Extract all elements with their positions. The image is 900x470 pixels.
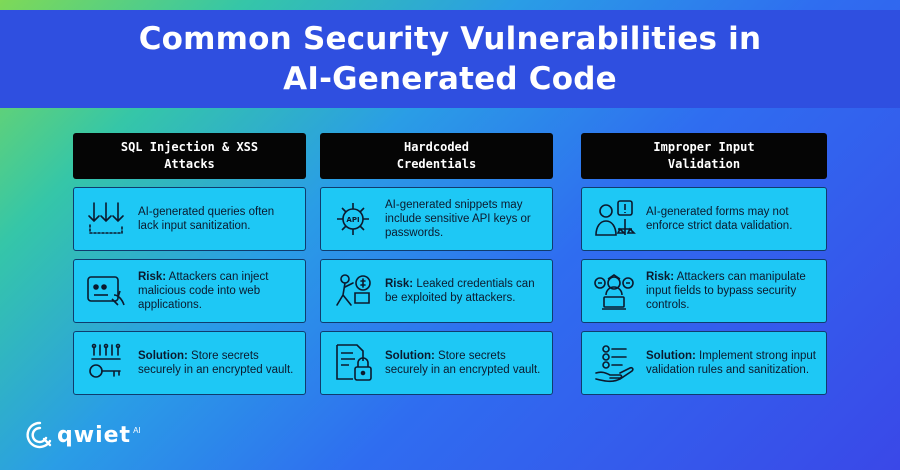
malicious-code-icon — [84, 269, 128, 313]
card-text: AI-generated queries often lack input sa… — [138, 205, 297, 233]
card-text: Risk: Leaked credentials can be exploite… — [385, 277, 544, 305]
column-sql-injection: SQL Injection & XSS Attacks AI-generated… — [73, 133, 306, 395]
card-body: Leaked credentials can be exploited by a… — [385, 278, 535, 304]
hand-gears-icon — [592, 341, 636, 385]
card-body: Attackers can manipulate input fields to… — [646, 271, 806, 311]
card-body: AI-generated forms may not enforce stric… — [646, 206, 793, 232]
column-heading-line-2: Attacks — [164, 157, 215, 171]
card-body: Attackers can inject malicious code into… — [138, 271, 269, 311]
document-lock-icon — [331, 341, 375, 385]
card-text: AI-generated snippets may include sensit… — [385, 198, 544, 240]
info-card: Solution: Store secrets securely in an e… — [73, 331, 306, 395]
card-body: Store secrets securely in an encrypted v… — [385, 350, 541, 376]
hacker-locks-icon — [592, 269, 636, 313]
info-card: Risk: Leaked credentials can be exploite… — [320, 259, 553, 323]
info-card: Solution: Store secrets securely in an e… — [320, 331, 553, 395]
key-circuit-icon — [84, 341, 128, 385]
user-scale-icon — [592, 197, 636, 241]
card-label: Solution: — [385, 350, 435, 362]
card-body: AI-generated snippets may include sensit… — [385, 199, 531, 239]
card-label: Risk: — [138, 271, 167, 283]
info-card: Risk: Attackers can manipulate input fie… — [581, 259, 827, 323]
logo-word: qwiet — [57, 422, 132, 448]
page-title-line-2: AI-Generated Code — [283, 61, 617, 97]
column-heading: Improper Input Validation — [581, 133, 827, 179]
card-text: Risk: Attackers can inject malicious cod… — [138, 270, 297, 312]
card-text: Solution: Implement strong input validat… — [646, 349, 818, 377]
info-card: Solution: Implement strong input validat… — [581, 331, 827, 395]
card-label: Risk: — [646, 271, 675, 283]
column-heading: Hardcoded Credentials — [320, 133, 553, 179]
qwiet-logo: qwiet AI — [25, 420, 141, 450]
info-card: Risk: Attackers can inject malicious cod… — [73, 259, 306, 323]
card-text: AI-generated forms may not enforce stric… — [646, 205, 818, 233]
card-body: AI-generated queries often lack input sa… — [138, 206, 275, 232]
card-text: Risk: Attackers can manipulate input fie… — [646, 270, 818, 312]
column-heading-line-1: Improper Input — [653, 140, 755, 154]
column-hardcoded-credentials: Hardcoded Credentials API AI-generated s… — [320, 133, 553, 395]
card-body: Implement strong input validation rules … — [646, 350, 816, 376]
column-improper-input: Improper Input Validation AI-generated f… — [581, 133, 827, 395]
card-text: Solution: Store secrets securely in an e… — [385, 349, 544, 377]
card-label: Solution: — [646, 350, 696, 362]
page-title-line-1: Common Security Vulnerabilities in — [138, 21, 762, 57]
column-heading: SQL Injection & XSS Attacks — [73, 133, 306, 179]
card-label: Risk: — [385, 278, 414, 290]
column-heading-line-2: Validation — [667, 157, 741, 171]
info-card: AI-generated forms may not enforce stric… — [581, 187, 827, 251]
arrows-down-icon — [84, 197, 128, 241]
info-card: API AI-generated snippets may include se… — [320, 187, 553, 251]
column-heading-line-1: Hardcoded — [403, 140, 469, 154]
api-gear-icon: API — [331, 197, 375, 241]
column-heading-line-2: Credentials — [396, 157, 477, 171]
svg-text:API: API — [346, 216, 359, 224]
card-label: Solution: — [138, 350, 188, 362]
logo-suffix: AI — [133, 425, 141, 435]
thief-icon — [331, 269, 375, 313]
column-heading-line-1: SQL Injection & XSS — [120, 140, 259, 154]
title-band: Common Security Vulnerabilities in AI-Ge… — [0, 10, 900, 108]
card-body: Store secrets securely in an encrypted v… — [138, 350, 294, 376]
logo-mark-icon — [25, 420, 55, 450]
card-text: Solution: Store secrets securely in an e… — [138, 349, 297, 377]
info-card: AI-generated queries often lack input sa… — [73, 187, 306, 251]
